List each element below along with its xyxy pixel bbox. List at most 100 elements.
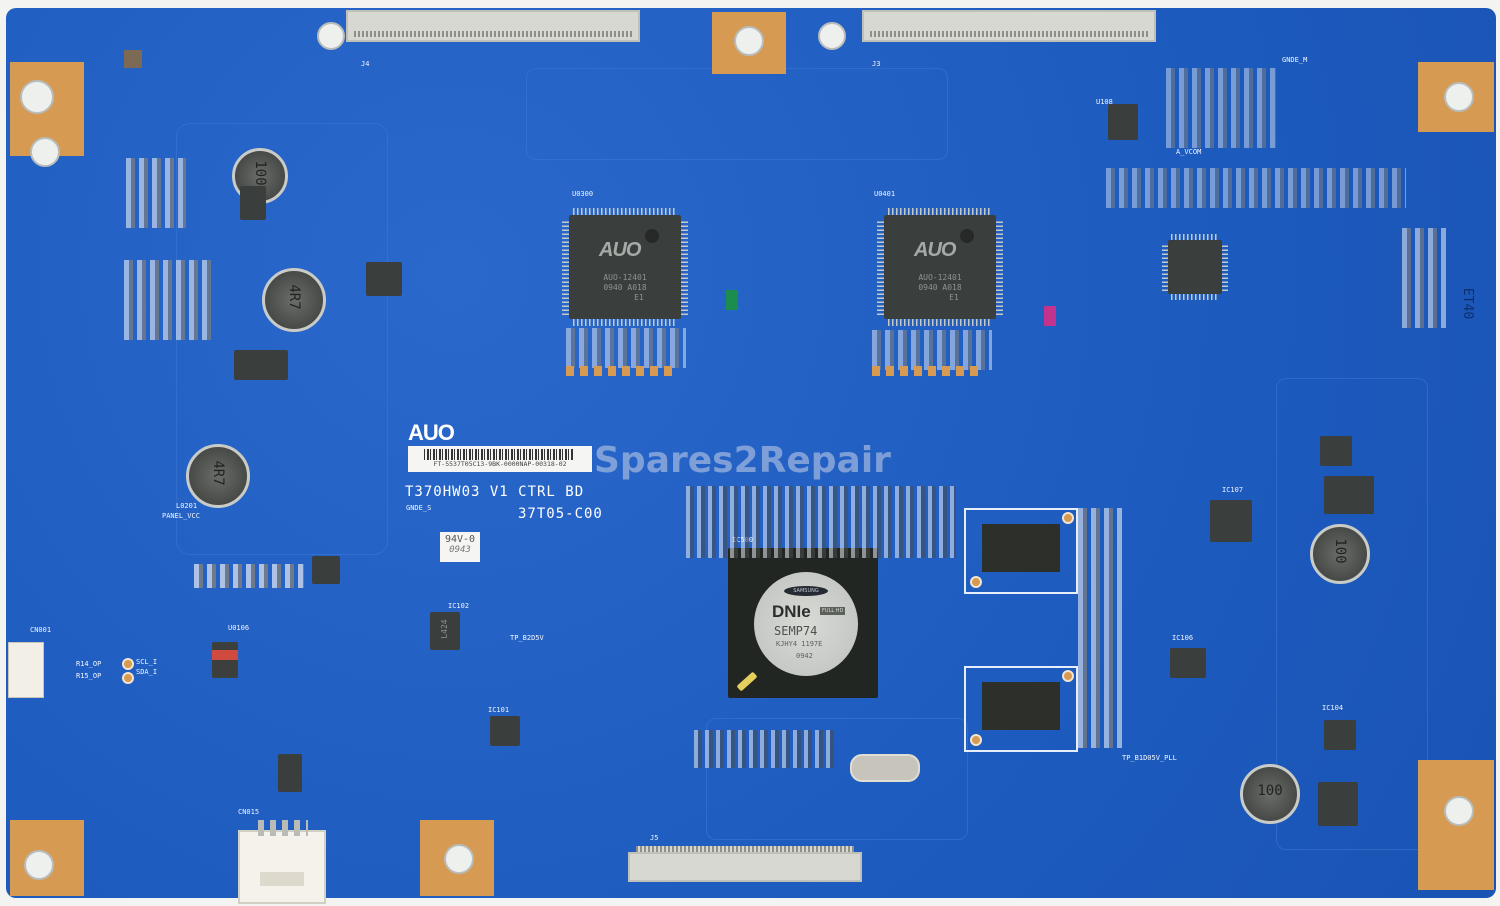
chip-ref: U0300	[572, 190, 594, 198]
connector-j5	[628, 846, 862, 882]
power-inductor-l103: 100	[1310, 524, 1370, 584]
test-point-label: GNDE_S	[406, 504, 432, 512]
connector-label-cn001: CN001	[30, 626, 52, 634]
connector-j3	[862, 10, 1156, 42]
silk-label: TP_B2D5V	[510, 634, 544, 642]
resistor-column	[1078, 508, 1122, 748]
fullhd-badge: FULL HD	[820, 607, 846, 615]
mounting-hole	[818, 22, 846, 50]
silk-label: R15_OP	[76, 672, 102, 680]
silk-label: A_VCOM	[1176, 148, 1202, 156]
watermark-text: Spares2Repair	[594, 440, 891, 481]
samsung-logo: SAMSUNG	[784, 586, 828, 596]
chip-date-code: 0940 A018	[603, 283, 647, 292]
ic-u0204	[312, 556, 340, 584]
test-pad	[124, 50, 142, 68]
model-line-1: T370HW03 V1 CTRL BD	[405, 484, 585, 500]
chip-part-number: AUO-12401	[918, 273, 962, 282]
chip-part-number: AUO-12401	[603, 273, 647, 282]
connector-label-j4: J4	[361, 60, 370, 68]
mounting-pad-bottom-center	[420, 820, 494, 896]
timing-controller-left: AUO AUO-12401 0940 A018 E1	[562, 208, 688, 326]
ic-soic	[1324, 720, 1356, 750]
dram-chip-bottom	[982, 682, 1060, 730]
trace-group	[1276, 378, 1428, 850]
dram-chip-top	[982, 524, 1060, 572]
silk-label: SDA_I	[136, 668, 158, 676]
glue-mark	[736, 671, 758, 692]
silk-label: U108	[1096, 98, 1113, 106]
chip-date-code: 0942	[796, 652, 813, 660]
barcode-label: FT-5537T05C13-9BK-0000NAP-00318-02	[408, 446, 592, 472]
mounting-hole	[1444, 82, 1474, 112]
ic-soic	[1320, 436, 1352, 466]
trace-group	[706, 718, 968, 840]
crystal-oscillator	[850, 754, 920, 782]
ic101	[490, 716, 520, 746]
chip-revision: E1	[949, 293, 959, 302]
eeprom-u0106	[212, 642, 238, 678]
auo-chip-logo: AUO	[914, 239, 956, 261]
mounting-pad-top-center	[712, 12, 786, 74]
connector-cn015	[238, 820, 326, 904]
mounting-pad-bottom-left	[10, 820, 84, 896]
connector-label-cn015: CN015	[238, 808, 260, 816]
mounting-hole	[317, 22, 345, 50]
silk-label: TP_B1D05V_PLL	[1122, 754, 1177, 762]
dram-chip-top-outline	[964, 508, 1078, 594]
silk-label: IC106	[1172, 634, 1194, 642]
ic-tssop	[234, 350, 288, 380]
connector-label-j3: J3	[872, 60, 881, 68]
resistor-array	[566, 328, 686, 368]
power-inductor-l0201: 4R7	[186, 444, 250, 508]
voltage-regulator	[366, 262, 402, 296]
auo-logo: AUO	[408, 420, 455, 445]
resistor-array	[872, 330, 992, 370]
chip-ref: U0401	[874, 190, 896, 198]
mounting-pad-top-left	[10, 62, 84, 167]
chip-ref: IC102	[448, 602, 470, 610]
ul-rating-label: 94V-0 0943	[440, 532, 480, 562]
smd-cluster	[1166, 68, 1276, 148]
connector-cn001	[8, 642, 44, 698]
silk-label: R14_OP	[76, 660, 102, 668]
power-inductor-l108: 100	[1240, 764, 1300, 824]
chip-revision: E1	[634, 293, 644, 302]
barcode-text: FT-5537T05C13-9BK-0000NAP-00318-02	[433, 460, 567, 468]
ic-u108	[1108, 104, 1138, 140]
resistor-array-bank	[694, 730, 834, 768]
resistor-array-bank	[686, 486, 956, 558]
via-row	[566, 366, 676, 376]
chip-lot-code: KJHY4 1197E	[776, 640, 823, 648]
chip-date-code: 0940 A018	[918, 283, 962, 292]
auo-chip-logo: AUO	[599, 239, 641, 261]
silk-label: IC104	[1322, 704, 1344, 712]
timing-controller-right: AUO AUO-12401 0940 A018 E1	[877, 208, 1003, 326]
dram-chip-bottom-outline	[964, 666, 1078, 752]
diode-d0004	[278, 754, 302, 792]
model-line-2: 37T05-C00	[518, 506, 603, 522]
mounting-hole	[20, 80, 54, 114]
power-mosfet	[1318, 782, 1358, 826]
capacitor-cluster	[126, 158, 186, 228]
smd-cluster	[1106, 168, 1406, 208]
dnie-image-processor: SAMSUNG DNIe FULL HD SEMP74 KJHY4 1197E …	[728, 548, 878, 698]
smd-cluster	[1402, 228, 1446, 328]
mounting-hole	[30, 137, 60, 167]
capacitor-cluster	[124, 260, 214, 340]
connector-j4	[346, 10, 640, 42]
trace-group	[526, 68, 948, 160]
ic-u0208	[240, 186, 266, 220]
silk-label: U0106	[228, 624, 250, 632]
mounting-hole	[444, 844, 474, 874]
pcb-board: J4 J3 J5 CN001 CN015 AUO AUO-12401 0940 …	[6, 8, 1496, 904]
dnie-brand: DNIe	[772, 602, 811, 621]
edge-marking: ET40	[1460, 287, 1476, 320]
mounting-hole	[734, 26, 764, 56]
green-component	[726, 290, 738, 310]
regulator-ic107	[1210, 500, 1252, 542]
mounting-pad-top-right	[1418, 62, 1494, 132]
mounting-pad-bottom-right	[1418, 760, 1494, 890]
chip-part-number: SEMP74	[774, 624, 818, 638]
qfp-chip-small	[1162, 234, 1228, 300]
